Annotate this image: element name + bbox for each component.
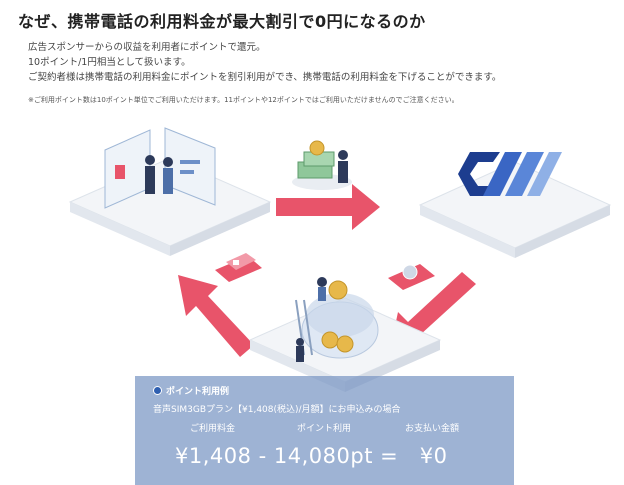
plan-description: 音声SIM3GBプラン【¥1,408(税込)/月額】にお申込みの場合: [153, 405, 401, 415]
flow-arrow-up-left: [178, 275, 254, 357]
point-usage-example: ポイント利用例 音声SIM3GBプラン【¥1,408(税込)/月額】にお申込みの…: [135, 376, 514, 485]
fee-label: ご利用料金: [190, 424, 236, 434]
calculation-formula: ¥1,408 - 14,080pt = ¥0: [175, 444, 448, 468]
phone-illustration-right: [388, 264, 435, 290]
description-line: ご契約者様は携帯電話の利用料金にポイントを割引利用ができ、携帯電話の利用料金を下…: [28, 72, 502, 83]
carrier-logo-icon: [458, 152, 562, 196]
sponsor-platform: [68, 127, 272, 256]
page-title: なぜ、携帯電話の利用料金が最大割引で0円になるのか: [18, 12, 426, 31]
points-label: ポイント利用: [297, 424, 352, 434]
usage-note: ※ご利用ポイント数は10ポイント単位でご利用いただけます。11ポイントや12ポイ…: [28, 96, 459, 104]
flow-arrow-right: [276, 184, 380, 230]
savings-platform: [248, 277, 442, 392]
carrier-platform: [418, 152, 612, 258]
description-line: 広告スポンサーからの収益を利用者にポイントで還元。: [28, 42, 266, 53]
example-heading: ポイント利用例: [153, 384, 229, 397]
description-line: 10ポイント/1円相当として扱います。: [28, 57, 191, 68]
money-illustration: [292, 140, 352, 190]
circle-badge-icon: [153, 386, 162, 395]
example-heading-text: ポイント利用例: [166, 387, 230, 397]
payment-label: お支払い金額: [405, 424, 460, 434]
phone-illustration-left: [215, 253, 262, 282]
flow-illustration: [68, 127, 612, 392]
description: 広告スポンサーからの収益を利用者にポイントで還元。 10ポイント/1円相当として…: [28, 40, 501, 85]
